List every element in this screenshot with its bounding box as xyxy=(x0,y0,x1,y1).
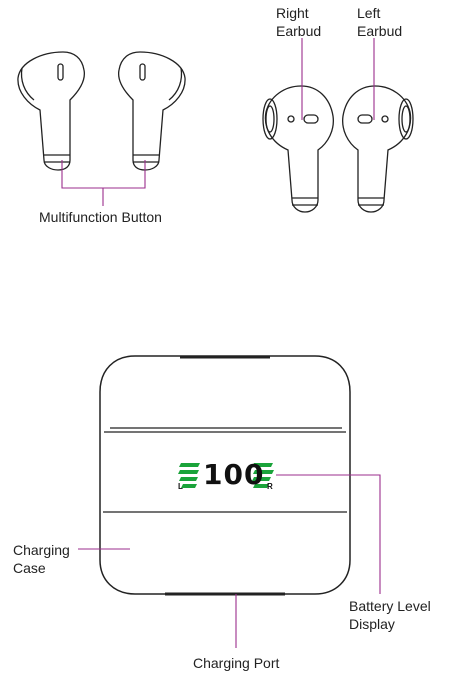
right-earbud-label: Right Earbud xyxy=(276,5,322,39)
earbud-front-right xyxy=(117,51,186,171)
battery-level-display: 100 L R xyxy=(178,455,274,495)
battery-level-bars xyxy=(178,463,274,488)
battery-level-display-label: Battery Level Display xyxy=(349,598,431,632)
right-indicator: R xyxy=(267,482,273,491)
left-earbud-label: Left Earbud xyxy=(357,5,403,39)
charging-case xyxy=(99,355,351,596)
charging-case-label: Charging Case xyxy=(13,542,70,576)
earbud-back-right xyxy=(262,85,334,213)
multifunction-button-label: Multifunction Button xyxy=(39,209,162,225)
battery-level-value: 100 xyxy=(203,458,265,491)
callout-lines xyxy=(61,38,381,648)
charging-port-label: Charging Port xyxy=(193,655,280,671)
left-indicator: L xyxy=(178,482,183,491)
earbud-back-left xyxy=(342,85,414,213)
earbud-front-left xyxy=(17,51,86,171)
